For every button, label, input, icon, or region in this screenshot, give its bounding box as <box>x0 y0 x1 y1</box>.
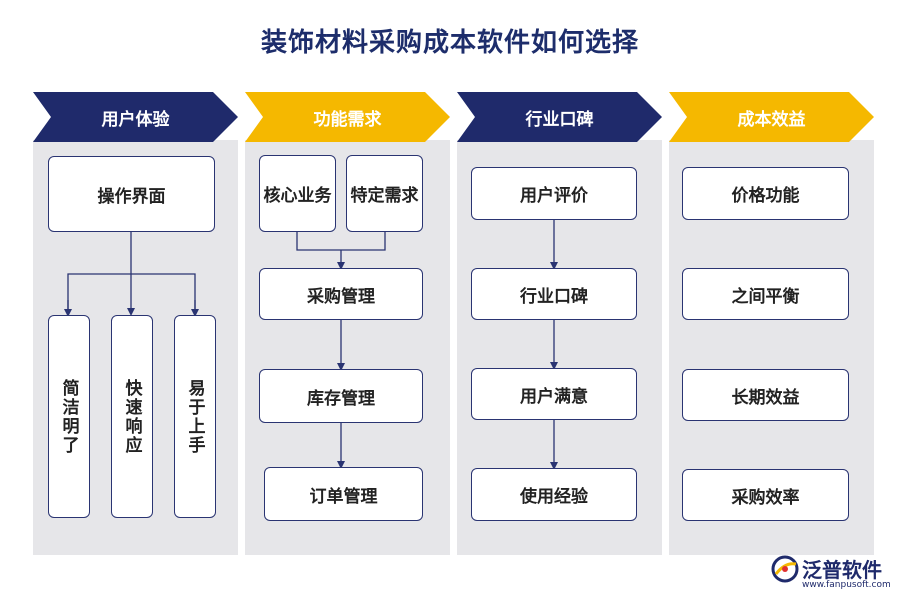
box-industry-reputation: 行业口碑 <box>471 268 637 320</box>
box-user-satisfaction: 用户满意 <box>471 368 637 420</box>
logo-url: www.fanpusoft.com <box>802 580 891 590</box>
box-simple-clear: 简洁明了 <box>48 315 90 518</box>
box-easy-to-learn: 易于上手 <box>174 315 216 518</box>
box-usage-experience: 使用经验 <box>471 468 637 521</box>
box-long-term-benefit: 长期效益 <box>682 369 849 421</box>
box-operation-interface: 操作界面 <box>48 156 215 232</box>
box-inventory-management: 库存管理 <box>259 369 423 423</box>
column-header-user-experience: 用户体验 <box>33 92 238 142</box>
box-user-review: 用户评价 <box>471 167 637 220</box>
box-purchase-management: 采购管理 <box>259 268 423 320</box>
box-core-business: 核心业务 <box>259 155 336 232</box>
box-balance-between: 之间平衡 <box>682 268 849 320</box>
column-header-industry-reputation: 行业口碑 <box>457 92 662 142</box>
logo-name: 泛普软件 <box>802 558 882 582</box>
box-price-function: 价格功能 <box>682 167 849 220</box>
logo-mark-icon <box>771 555 799 583</box>
page-title: 装饰材料采购成本软件如何选择 <box>260 28 639 58</box>
box-fast-response: 快速响应 <box>111 315 153 518</box>
box-order-management: 订单管理 <box>264 467 423 521</box>
box-purchase-efficiency: 采购效率 <box>682 469 849 521</box>
column-header-function-needs: 功能需求 <box>245 92 450 142</box>
brand-logo: 泛普软件 www.fanpusoft.com <box>770 552 895 597</box>
column-header-cost-benefit: 成本效益 <box>669 92 874 142</box>
box-specific-needs: 特定需求 <box>346 155 423 232</box>
